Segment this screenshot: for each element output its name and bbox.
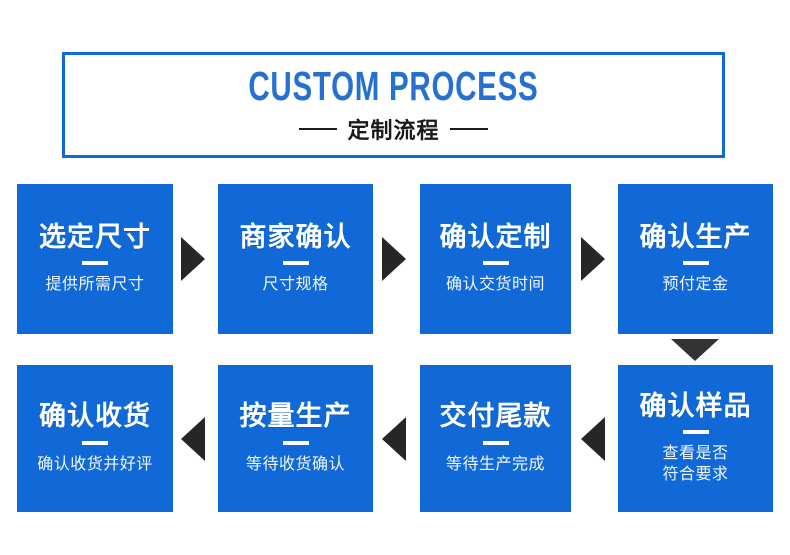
arrow-left-icon-step7-step8 [181,417,205,461]
arrow-left-icon-step6-step7 [382,417,406,461]
step-6-divider [482,440,509,445]
step-7-title: 按量生产 [239,401,352,432]
step-6-title: 交付尾款 [439,401,552,432]
step-5-divider [682,430,709,435]
process-step-2[interactable]: 商家确认 尺寸规格 [218,184,373,334]
step-8-title: 确认收货 [39,401,151,432]
process-step-8[interactable]: 确认收货 确认收货并好评 [17,365,173,512]
page-subtitle-row: 定制流程 [299,113,488,145]
process-step-1[interactable]: 选定尺寸 提供所需尺寸 [17,184,173,334]
step-2-title: 商家确认 [239,221,352,252]
process-step-4[interactable]: 确认生产 预付定金 [618,184,773,334]
step-1-description: 提供所需尺寸 [45,276,145,294]
step-5-description-line2: 符合要求 [662,466,729,484]
step-2-divider [282,261,309,266]
arrow-right-icon-step1-step2 [181,237,205,281]
step-7-description: 等待收货确认 [245,455,345,473]
process-step-7[interactable]: 按量生产 等待收货确认 [218,365,373,512]
subtitle-rule-left [299,127,338,130]
step-5-title: 确认样品 [639,391,752,422]
page-title-english: CUSTOM PROCESS [248,62,539,109]
step-3-title: 确认定制 [439,221,552,252]
arrow-right-icon-step3-step4 [581,237,605,281]
step-3-divider [482,261,509,266]
process-step-3[interactable]: 确认定制 确认交货时间 [420,184,571,334]
header-banner: CUSTOM PROCESS 定制流程 [62,52,725,158]
step-7-divider [282,440,309,445]
step-4-title: 确认生产 [639,221,752,252]
process-step-5[interactable]: 确认样品 查看是否 符合要求 [618,365,773,512]
subtitle-rule-right [449,127,488,130]
arrow-left-icon-step5-step6 [581,417,605,461]
arrow-down-icon-step4-step5 [671,339,719,361]
page-title-chinese: 定制流程 [347,117,440,143]
arrow-right-icon-step2-step3 [382,237,406,281]
step-3-description: 确认交货时间 [445,276,545,294]
step-8-description: 确认收货并好评 [37,455,153,473]
step-8-divider [82,440,108,445]
step-2-description: 尺寸规格 [262,276,329,294]
step-5-description: 查看是否 [662,445,729,463]
step-4-divider [682,261,709,266]
step-1-divider [82,261,108,266]
step-6-description: 等待生产完成 [445,455,545,473]
step-4-description: 预付定金 [662,276,729,294]
process-step-6[interactable]: 交付尾款 等待生产完成 [420,365,571,512]
step-1-title: 选定尺寸 [39,221,151,252]
